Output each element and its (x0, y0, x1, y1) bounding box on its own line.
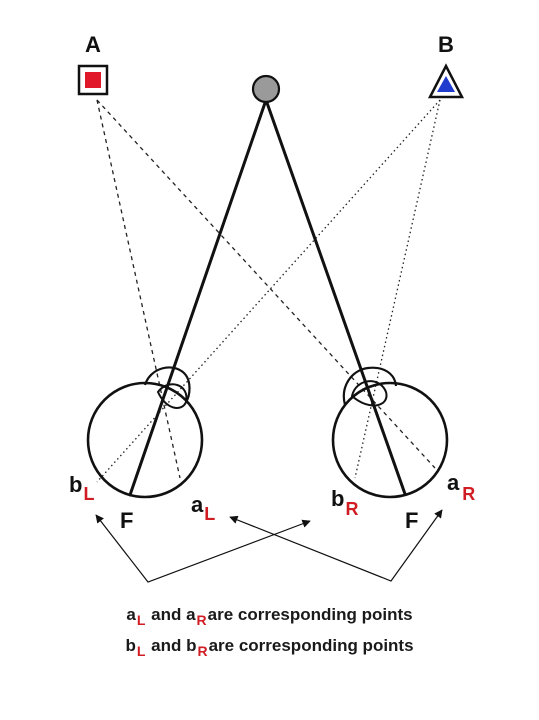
left-eye-cornea (143, 366, 191, 403)
label-f-left: F (120, 508, 133, 533)
fixation-point (251, 74, 281, 104)
ray-b-to-right-eye (354, 99, 441, 479)
caption-line-b: bL and bRare corresponding points (125, 636, 414, 659)
label-a: A (85, 32, 101, 57)
left-eyeball (86, 381, 204, 499)
correspondence-arrows (95, 509, 443, 583)
projection-lines-a (96, 99, 436, 479)
right-eye-lens (350, 380, 388, 407)
object-a-fill (85, 72, 101, 88)
label-b-right: bR (331, 486, 358, 519)
object-b-fill (437, 76, 455, 92)
label-b: B (438, 32, 454, 57)
caption-line-a: aL and aRare corresponding points (126, 605, 413, 628)
label-b-left: bL (69, 472, 94, 504)
ray-b-to-left-eye (96, 99, 441, 483)
label-f-right: F (405, 508, 418, 533)
projection-lines-b (96, 99, 441, 483)
right-eye (331, 366, 449, 499)
label-a-left: aL (191, 492, 215, 524)
lines-of-sight (128, 98, 407, 497)
left-line-of-sight (128, 98, 268, 497)
right-eyeball (331, 381, 449, 499)
right-eye-cornea (342, 366, 398, 406)
arrow-a-correspondence (229, 509, 443, 582)
ray-a-to-left-eye (96, 99, 181, 479)
right-line-of-sight (264, 98, 407, 496)
ray-a-to-right-eye (96, 99, 436, 469)
arrow-b-correspondence (95, 514, 311, 583)
left-eye (86, 366, 204, 499)
